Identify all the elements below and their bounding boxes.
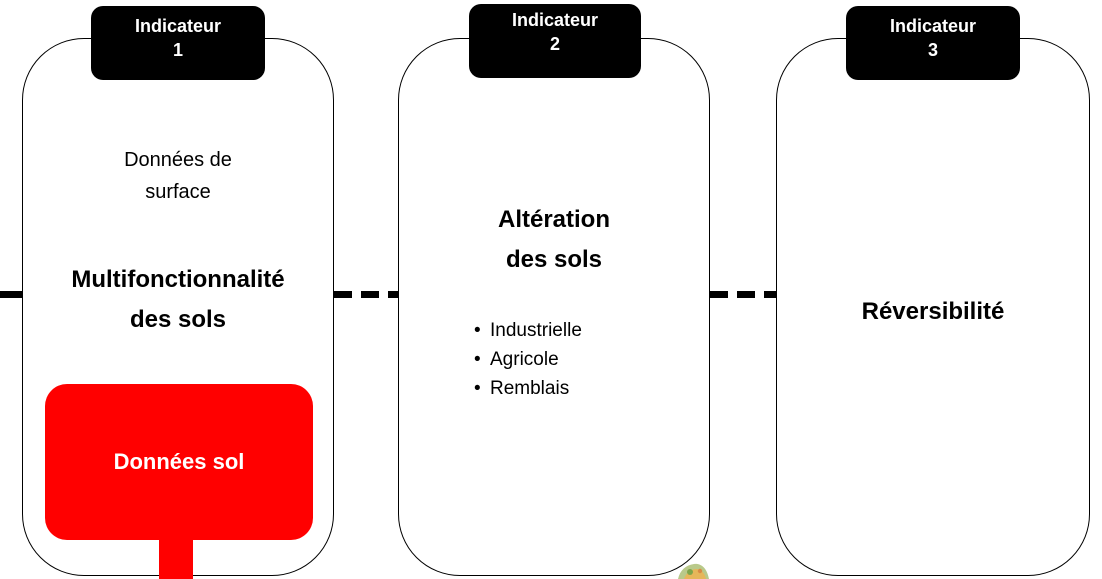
soil-data-label: Données sol [113,449,245,474]
soil-data-stem [159,540,193,579]
indicator-card-3 [776,38,1090,576]
multifunctionality-title-line-1: Multifonctionnalité [71,266,285,293]
indicator-tag-2-label: Indicateur [511,10,599,30]
indicator-tag-2: Indicateur 2 [469,4,641,78]
alteration-title: Altération des sols [398,200,710,280]
alteration-title-line-1: Altération [497,206,610,233]
indicator-card-2 [398,38,710,576]
bullet-item: Remblais [474,374,582,403]
soil-data-box: Données sol [45,384,313,540]
connector-left [0,291,22,298]
indicator-tag-3-number: 3 [927,40,938,60]
multifunctionality-title-line-2: des sols [129,306,227,333]
connector-2-3 [710,291,776,298]
bullet-item: Agricole [474,345,582,374]
indicator-tag-1: Indicateur 1 [91,6,265,80]
indicator-tag-3-label: Indicateur [889,16,977,36]
indicator-tag-2-number: 2 [549,34,560,54]
alteration-title-line-2: des sols [505,246,603,273]
connector-1-2 [334,291,398,298]
reversibility-title: Réversibilité [861,298,1005,325]
surface-data-line-1: Données de [124,149,232,171]
multifunctionality-title: Multifonctionnalité des sols [22,260,334,340]
bullet-item: Industrielle [474,316,582,345]
alteration-bullet-list: Industrielle Agricole Remblais [474,316,582,403]
surface-data-line-2: surface [145,181,211,203]
indicator-tag-1-label: Indicateur [134,16,222,36]
decorative-graphic [678,563,709,579]
indicator-tag-3: Indicateur 3 [846,6,1020,80]
indicator-tag-1-number: 1 [172,40,183,60]
surface-data-text: Données de surface [22,144,334,208]
